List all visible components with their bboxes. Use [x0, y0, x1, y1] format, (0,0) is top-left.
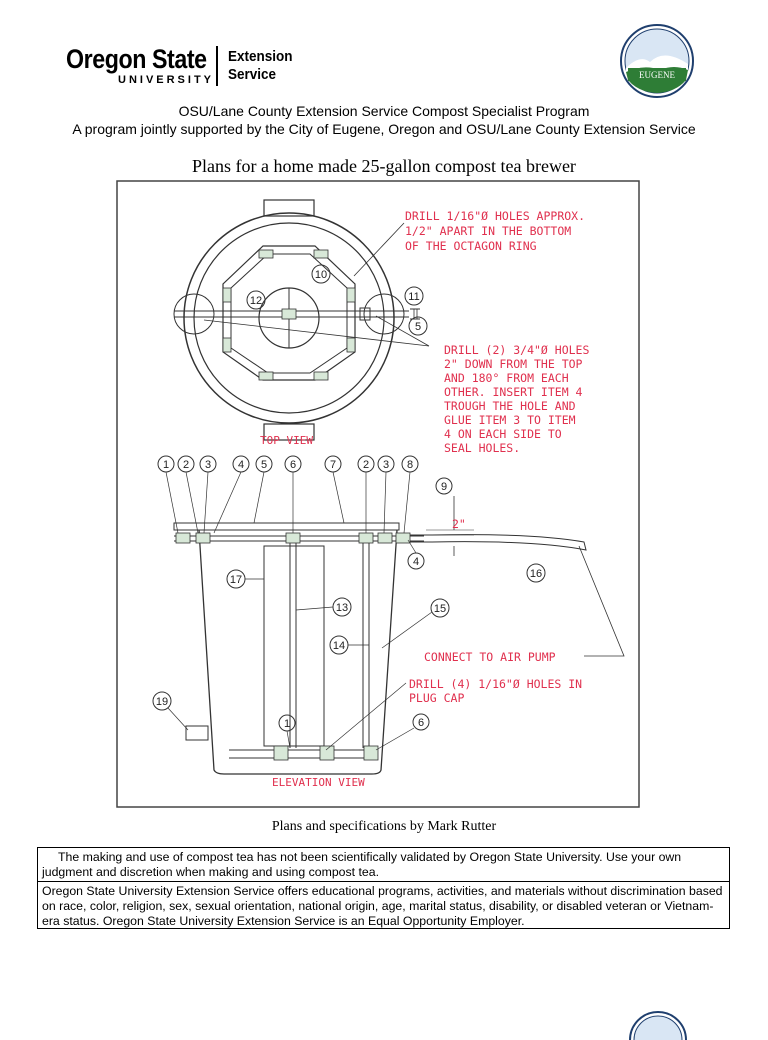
item-label: 2 — [183, 459, 189, 471]
item-label-10: 10 — [315, 269, 327, 281]
item-label: 13 — [336, 602, 348, 614]
air-pump-note: CONNECT TO AIR PUMP — [424, 650, 556, 664]
item-label: 3 — [205, 459, 211, 471]
note-line: TROUGH THE HOLE AND — [444, 399, 576, 413]
note-line: SEAL HOLES. — [444, 441, 520, 455]
item-label-5-top: 5 — [415, 321, 421, 333]
equal-opportunity-statement: Oregon State University Extension Servic… — [37, 881, 730, 929]
brewer-plan-drawing: 10 11 12 5 TOP VIEW DRILL 1/16"Ø HOLES A… — [116, 180, 640, 808]
eugene-seal-partial-icon — [629, 1011, 687, 1040]
item-label: 14 — [333, 640, 345, 652]
osu-university-text: UNIVERSITY — [118, 74, 215, 86]
item-label: 5 — [261, 459, 267, 471]
item-label: 2 — [363, 459, 369, 471]
item-label: 15 — [434, 603, 446, 615]
item-label: 16 — [530, 568, 542, 580]
note-line: PLUG CAP — [409, 691, 464, 705]
program-subheading: A program jointly supported by the City … — [72, 121, 696, 137]
item-label: 6 — [418, 717, 424, 729]
item-label-11: 11 — [408, 291, 419, 303]
item-label: 19 — [156, 696, 168, 708]
top-view-label: TOP VIEW — [260, 434, 313, 447]
note-line: 2" DOWN FROM THE TOP — [444, 357, 583, 371]
drill-two-holes-note: DRILL (2) 3/4"Ø HOLES 2" DOWN FROM THE T… — [444, 343, 589, 455]
note-line: OF THE OCTAGON RING — [405, 239, 537, 253]
item-label: 7 — [330, 459, 336, 471]
note-line: GLUE ITEM 3 TO ITEM — [444, 413, 576, 427]
plug-cap-note: DRILL (4) 1/16"Ø HOLES IN PLUG CAP — [409, 677, 582, 705]
plan-caption: Plans and specifications by Mark Rutter — [271, 819, 497, 834]
item-label: 4 — [238, 459, 244, 471]
item-label: 9 — [441, 481, 447, 493]
note-line: AND 180° FROM EACH — [444, 371, 569, 385]
item-label: 8 — [407, 459, 413, 471]
note-line: 1/2" APART IN THE BOTTOM — [405, 224, 571, 238]
program-heading: OSU/Lane County Extension Service Compos… — [178, 103, 590, 119]
validation-disclaimer: The making and use of compost tea has no… — [37, 847, 730, 882]
osu-extension-logo: Oregon State UNIVERSITY Extension Servic… — [66, 44, 306, 90]
item-label: 3 — [383, 459, 389, 471]
note-line: DRILL (2) 3/4"Ø HOLES — [444, 343, 589, 357]
osu-wordmark: Oregon State — [66, 44, 207, 74]
item-label: 1 — [163, 459, 169, 471]
elevation-view: 2" ELEVATION VIEW — [173, 496, 625, 789]
note-line: DRILL (4) 1/16"Ø HOLES IN — [409, 677, 582, 691]
drill-holes-note: DRILL 1/16"Ø HOLES APPROX. 1/2" APART IN… — [405, 209, 585, 253]
item-label: 6 — [290, 459, 296, 471]
dimension-label: 2" — [452, 517, 466, 531]
elevation-item-labels: 1 2 3 4 5 6 7 2 3 8 9 4 16 17 — [152, 455, 546, 751]
extension-service-text: Extension Service — [228, 48, 293, 83]
note-line: 4 ON EACH SIDE TO — [444, 427, 562, 441]
note-line: DRILL 1/16"Ø HOLES APPROX. — [405, 209, 585, 223]
item-label: 4 — [413, 556, 419, 568]
item-label-12: 12 — [250, 295, 262, 307]
elevation-view-label: ELEVATION VIEW — [272, 776, 365, 789]
plan-title: Plans for a home made 25-gallon compost … — [192, 156, 576, 176]
item-label: 17 — [230, 574, 242, 586]
eugene-seal-text: EUGENE — [639, 70, 675, 80]
eugene-seal-logo: EUGENE — [620, 24, 694, 98]
top-view: 10 11 12 5 TOP VIEW — [173, 199, 430, 447]
note-line: OTHER. INSERT ITEM 4 — [444, 385, 583, 399]
item-label: 1 — [284, 718, 290, 730]
logo-divider — [216, 46, 218, 86]
